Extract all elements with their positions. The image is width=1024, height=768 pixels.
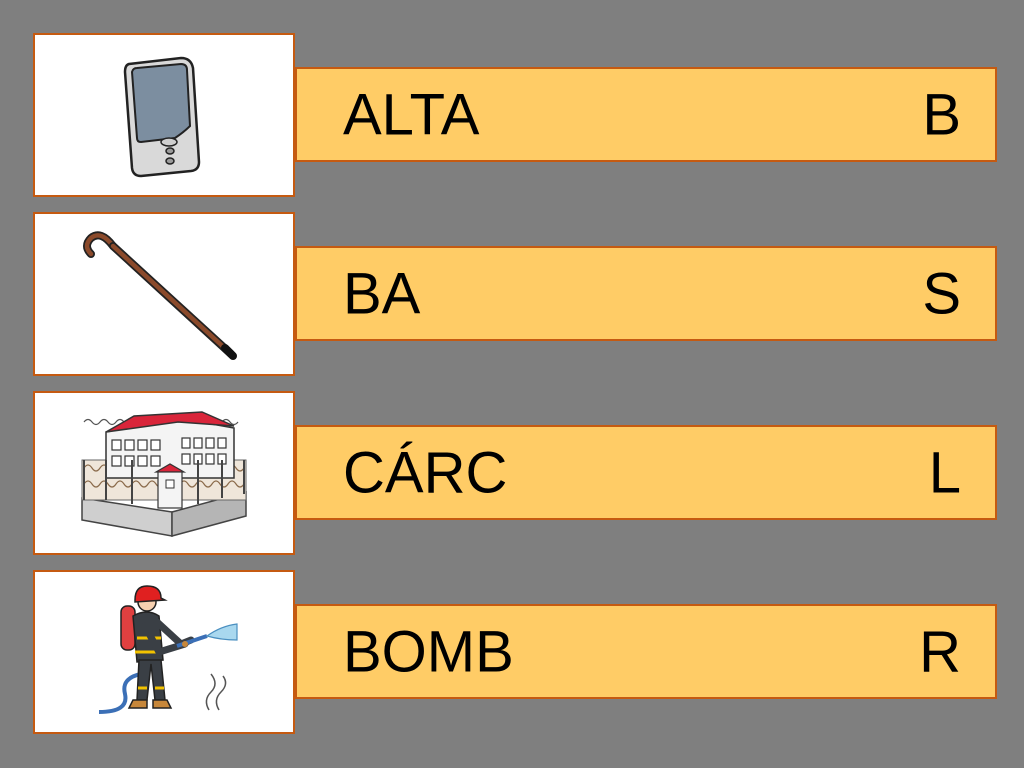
- pocket-pc-icon: [123, 56, 201, 178]
- word-row: ALTA B: [0, 33, 1024, 199]
- picture-card[interactable]: [33, 33, 295, 197]
- word-bar: CÁRC L: [295, 425, 997, 520]
- syllable-word: BOMB: [343, 619, 514, 684]
- syllable-word: BA: [343, 261, 421, 326]
- word-bar: ALTA B: [295, 67, 997, 162]
- answer-letter[interactable]: R: [919, 619, 961, 684]
- answer-letter[interactable]: S: [922, 261, 961, 326]
- answer-letter[interactable]: L: [928, 440, 961, 505]
- picture-card[interactable]: [33, 570, 295, 734]
- picture-card[interactable]: [33, 391, 295, 555]
- syllable-word: CÁRC: [343, 440, 508, 505]
- answer-letter[interactable]: B: [922, 82, 961, 147]
- picture-card[interactable]: [33, 212, 295, 376]
- word-row: CÁRC L: [0, 391, 1024, 557]
- firefighter-icon: [98, 585, 238, 714]
- prison-building-icon: [81, 411, 247, 537]
- word-row: BOMB R: [0, 570, 1024, 736]
- word-bar: BOMB R: [295, 604, 997, 699]
- syllable-word: ALTA: [343, 82, 480, 147]
- word-row: BA S: [0, 212, 1024, 378]
- walking-cane-icon: [83, 231, 237, 360]
- word-bar: BA S: [295, 246, 997, 341]
